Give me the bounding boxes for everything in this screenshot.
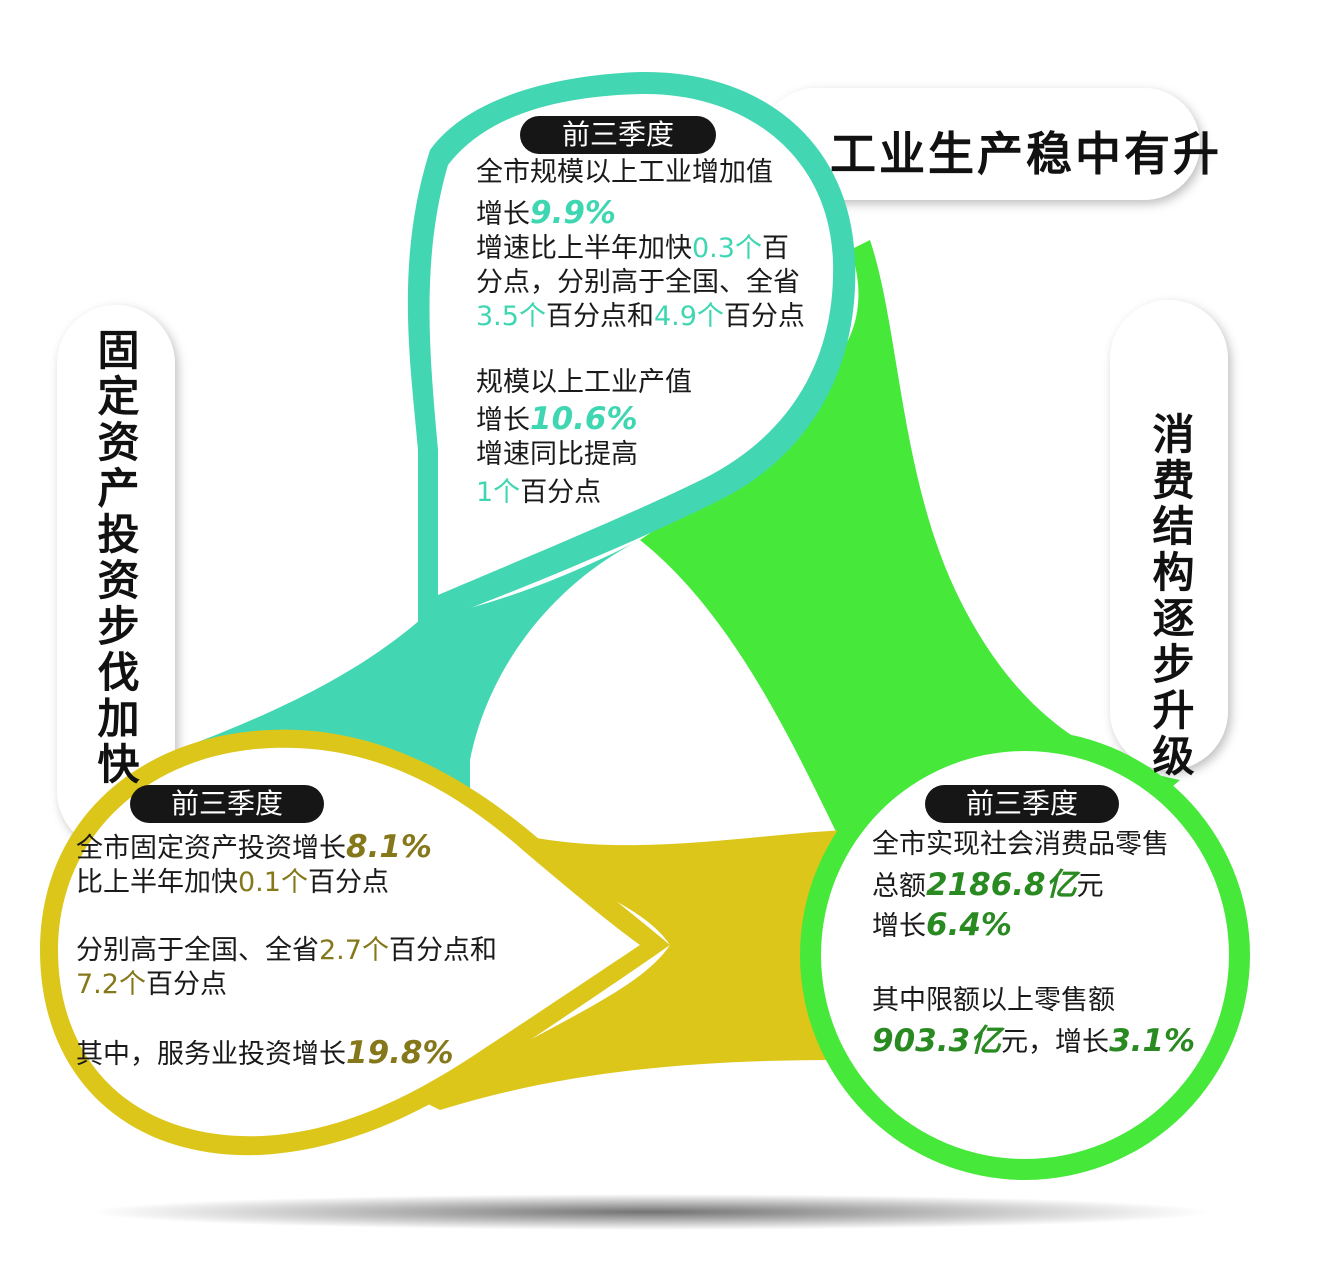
industry-line-8: 增速同比提高 (476, 439, 638, 470)
text-segment: 百分点 (145, 969, 227, 1000)
consumption-line-2: 总额2186.8亿元 (872, 868, 1104, 904)
text-segment: 百 (761, 233, 789, 264)
industry-line-5: 3.5个百分点和4.9个百分点 (476, 300, 805, 334)
text-segment: 百分点 (723, 301, 805, 332)
industry-line-1: 全市规模以上工业增加值 (476, 157, 773, 188)
above-quota-growth: 3.1% (1109, 1023, 1196, 1059)
text-segment: 元，增长 (1001, 1027, 1110, 1058)
investment-bubble-inner (58, 747, 640, 1137)
industry-value-growth: 9.9% (530, 195, 616, 231)
text-segment: 增长 (872, 911, 926, 942)
industry-line-3: 增速比上半年加快0.3个百 (476, 232, 789, 266)
text-segment: 百分点和 (545, 301, 654, 332)
consumption-period-badge: 前三季度 (925, 785, 1119, 823)
industry-line-2: 增长9.9% (476, 196, 616, 232)
industry-title-pill (760, 88, 1200, 200)
text-segment: 百分点 (520, 477, 602, 508)
text-segment: 百分点和 (388, 935, 497, 966)
green-ribbon (640, 240, 1180, 860)
investment-line-3: 分别高于全国、全省2.7个百分点和 (76, 934, 497, 968)
retail-growth: 6.4% (926, 907, 1012, 943)
industry-line-9: 1个百分点 (476, 476, 601, 510)
industry-bubble-inner (429, 93, 834, 595)
industry-line-4: 分点，分别高于全国、全省 (476, 267, 800, 298)
industry-line-6: 规模以上工业产值 (476, 367, 692, 398)
industry-value-national: 3.5个 (476, 301, 546, 332)
above-quota-retail: 903.3亿 (872, 1023, 1002, 1059)
text-segment: 增长 (476, 199, 530, 230)
consumption-title: 消费结构逐步升级 (1146, 412, 1195, 780)
consumption-line-1: 全市实现社会消费品零售 (872, 829, 1169, 860)
industry-value-accel: 0.3个 (692, 233, 762, 264)
industry-period-badge: 前三季度 (520, 116, 716, 154)
industry-title: 工业生产稳中有升 (830, 127, 1222, 181)
consumption-line-4: 其中限额以上零售额 (872, 985, 1115, 1016)
industry-value-provincial: 4.9个 (653, 301, 724, 332)
service-investment-growth: 19.8% (346, 1035, 454, 1071)
text-segment: 百分点 (307, 867, 389, 898)
industry-line-7: 增长10.6% (476, 402, 638, 438)
text-segment: 增长 (476, 405, 530, 436)
industry-output-growth: 10.6% (530, 401, 638, 437)
consumption-line-5: 903.3亿元，增长3.1% (872, 1024, 1195, 1060)
investment-line-1: 全市固定资产投资增长8.1% (76, 830, 432, 866)
consumption-line-3: 增长6.4% (872, 908, 1012, 944)
investment-line-5: 其中，服务业投资增长19.8% (76, 1036, 454, 1072)
text-segment: 比上半年加快 (76, 867, 238, 898)
gold-ribbon (420, 800, 860, 1110)
investment-above-provincial: 7.2个 (76, 969, 146, 1000)
text-segment: 总额 (872, 871, 926, 902)
text-segment: 全市固定资产投资增长 (76, 833, 346, 864)
industry-output-increase: 1个 (476, 477, 521, 508)
investment-accel: 0.1个 (238, 867, 308, 898)
floor-shadow (90, 1194, 1210, 1230)
investment-title-pill (57, 305, 175, 850)
investment-growth: 8.1% (346, 829, 432, 865)
text-segment: 其中，服务业投资增长 (76, 1039, 346, 1070)
investment-title: 固定资产投资步伐加快 (91, 328, 140, 788)
retail-total: 2186.8亿 (926, 867, 1077, 903)
consumption-bubble-inner (821, 751, 1229, 1159)
investment-line-4: 7.2个百分点 (76, 968, 227, 1002)
investment-period-badge: 前三季度 (130, 785, 324, 823)
consumption-title-pill (1110, 300, 1228, 770)
investment-line-2: 比上半年加快0.1个百分点 (76, 866, 389, 900)
investment-above-national: 2.7个 (319, 935, 389, 966)
text-segment: 分别高于全国、全省 (76, 935, 319, 966)
text-segment: 增速比上半年加快 (476, 233, 692, 264)
text-segment: 元 (1076, 871, 1104, 902)
